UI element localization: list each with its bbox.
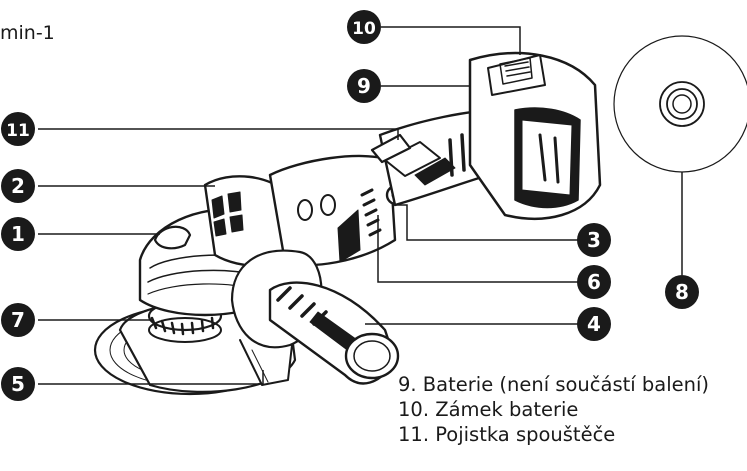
battery-pack <box>468 51 602 220</box>
leader-lines <box>38 26 683 385</box>
motor-body <box>268 154 407 267</box>
callout-8: 8 <box>665 275 699 309</box>
leader-line-3 <box>395 204 578 241</box>
callout-9-number: 9 <box>357 74 371 98</box>
callout-1: 1 <box>1 217 35 251</box>
callout-4-number: 4 <box>587 312 601 336</box>
callout-8-circle <box>665 275 699 309</box>
callout-3-number: 3 <box>587 228 601 252</box>
callout-4-circle <box>577 307 611 341</box>
leader-line-10 <box>381 26 521 55</box>
callout-2-number: 2 <box>11 174 25 198</box>
callout-11: 11 <box>1 112 35 146</box>
callout-7-circle <box>1 303 35 337</box>
angle-grinder-illustration <box>93 51 602 396</box>
callout-7-number: 7 <box>11 308 25 332</box>
legend-item-10: 10. Zámek baterie <box>398 398 579 421</box>
callout-1-number: 1 <box>11 222 25 246</box>
callout-5: 5 <box>1 367 35 401</box>
callout-11-circle <box>1 112 35 146</box>
callout-3: 3 <box>577 223 611 257</box>
leader-line-5 <box>38 370 264 385</box>
legend-item-11: 11. Pojistka spouštěče <box>398 423 616 446</box>
side-handle <box>230 249 400 385</box>
callout-5-number: 5 <box>11 372 25 396</box>
callout-10: 10 <box>347 10 381 44</box>
callout-9-circle <box>347 69 381 103</box>
callout-badges: 1 2 3 4 5 6 7 8 9 10 11 <box>1 10 699 401</box>
callout-4: 4 <box>577 307 611 341</box>
callout-1-circle <box>1 217 35 251</box>
callout-11-number: 11 <box>6 121 30 141</box>
callout-2-circle <box>1 169 35 203</box>
callout-10-circle <box>347 10 381 44</box>
legend-list: 9. Baterie (není součástí balení) 10. Zá… <box>398 372 709 447</box>
callout-3-circle <box>577 223 611 257</box>
callout-6-circle <box>577 265 611 299</box>
top-text-fragment: min-1 <box>0 22 55 44</box>
callout-7: 7 <box>1 303 35 337</box>
callout-9: 9 <box>347 69 381 103</box>
leader-line-11 <box>38 128 399 140</box>
callout-6-number: 6 <box>587 270 601 294</box>
callout-6: 6 <box>577 265 611 299</box>
callout-10-number: 10 <box>352 19 376 39</box>
leader-line-6 <box>377 215 578 283</box>
spare-disc-illustration <box>613 35 747 173</box>
callout-8-number: 8 <box>675 280 689 304</box>
legend-item-9: 9. Baterie (není součástí balení) <box>398 373 710 396</box>
callout-5-circle <box>1 367 35 401</box>
callout-2: 2 <box>1 169 35 203</box>
